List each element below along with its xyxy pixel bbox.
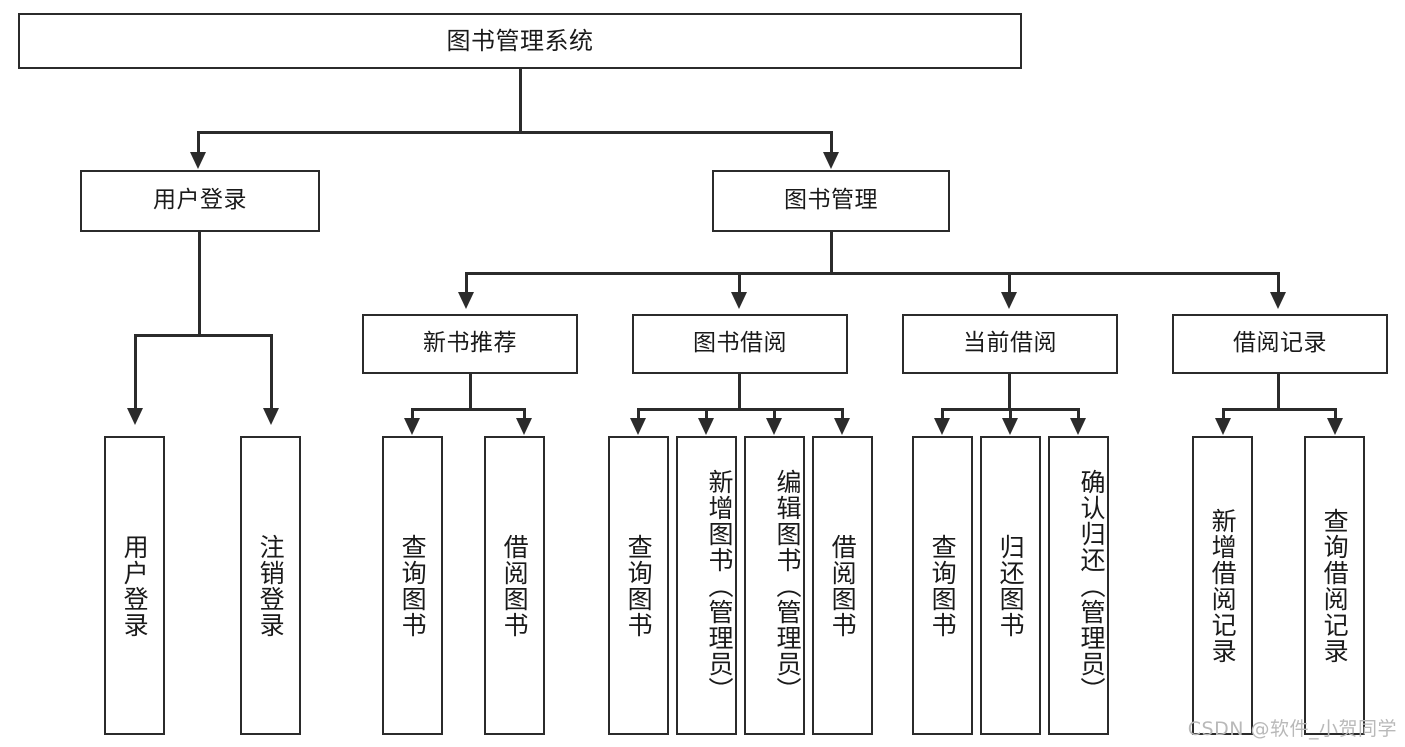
node-new-book-recommend[interactable]: 新书推荐 bbox=[362, 314, 578, 374]
arrowhead-cb-leaf1 bbox=[934, 418, 950, 435]
leaf-br-add-record[interactable]: 新增借阅记录 bbox=[1192, 436, 1253, 735]
connector-bb-leaf2 bbox=[705, 408, 708, 420]
leaf-br-query-record[interactable]: 查询借阅记录 bbox=[1304, 436, 1365, 735]
connector-borrow-record-stem bbox=[1277, 374, 1280, 410]
connector-user-login-bus bbox=[134, 334, 273, 337]
connector-to-book-borrow bbox=[738, 272, 741, 294]
connector-bb-leaf1 bbox=[637, 408, 640, 420]
arrowhead-br-leaf2 bbox=[1327, 418, 1343, 435]
connector-new-book-stem bbox=[469, 374, 472, 410]
arrowhead-bb-leaf4 bbox=[834, 418, 850, 435]
node-user-login[interactable]: 用户登录 bbox=[80, 170, 320, 232]
connector-book-borrow-bus bbox=[637, 408, 843, 411]
connector-new-book-leaf1 bbox=[411, 408, 414, 420]
arrowhead-nb-leaf2 bbox=[516, 418, 532, 435]
leaf-nb-query-book[interactable]: 查询图书 bbox=[382, 436, 443, 735]
node-root-system[interactable]: 图书管理系统 bbox=[18, 13, 1022, 69]
connector-book-manage-stem bbox=[830, 232, 833, 274]
connector-root-stem bbox=[519, 69, 522, 131]
arrowhead-borrow-record bbox=[1270, 292, 1286, 309]
arrowhead-leaf-logout bbox=[263, 408, 279, 425]
connector-root-to-book-manage bbox=[830, 131, 833, 155]
connector-to-borrow-record bbox=[1277, 272, 1280, 294]
connector-root-bus bbox=[197, 131, 833, 134]
connector-new-book-leaf2 bbox=[523, 408, 526, 420]
leaf-cb-return-book[interactable]: 归还图书 bbox=[980, 436, 1041, 735]
node-borrow-record[interactable]: 借阅记录 bbox=[1172, 314, 1388, 374]
arrowhead-bb-leaf3 bbox=[766, 418, 782, 435]
connector-borrow-record-bus bbox=[1222, 408, 1337, 411]
leaf-logout[interactable]: 注销登录 bbox=[240, 436, 301, 735]
connector-br-leaf2 bbox=[1334, 408, 1337, 420]
connector-user-login-leaf1 bbox=[134, 334, 137, 410]
arrowhead-new-book bbox=[458, 292, 474, 309]
connector-user-login-stem bbox=[198, 232, 201, 335]
arrowhead-book-manage bbox=[823, 152, 839, 169]
connector-root-to-user-login bbox=[197, 131, 200, 155]
arrowhead-book-borrow bbox=[731, 292, 747, 309]
connector-cb-leaf3 bbox=[1077, 408, 1080, 420]
node-book-manage[interactable]: 图书管理 bbox=[712, 170, 950, 232]
connector-bb-leaf3 bbox=[773, 408, 776, 420]
arrowhead-bb-leaf1 bbox=[630, 418, 646, 435]
leaf-bb-edit-book-admin[interactable]: 编辑图书（管理员） bbox=[744, 436, 805, 735]
connector-to-new-book bbox=[465, 272, 468, 294]
connector-br-leaf1 bbox=[1222, 408, 1225, 420]
arrowhead-nb-leaf1 bbox=[404, 418, 420, 435]
arrowhead-bb-leaf2 bbox=[698, 418, 714, 435]
connector-book-borrow-stem bbox=[738, 374, 741, 410]
connector-user-login-leaf2 bbox=[270, 334, 273, 410]
leaf-bb-query-book[interactable]: 查询图书 bbox=[608, 436, 669, 735]
connector-current-borrow-stem bbox=[1008, 374, 1011, 410]
leaf-bb-borrow-book[interactable]: 借阅图书 bbox=[812, 436, 873, 735]
connector-new-book-bus bbox=[411, 408, 526, 411]
csdn-watermark: CSDN @软件_小贺同学 bbox=[1187, 718, 1397, 740]
arrowhead-user-login bbox=[190, 152, 206, 169]
leaf-user-login[interactable]: 用户登录 bbox=[104, 436, 165, 735]
connector-bb-leaf4 bbox=[841, 408, 844, 420]
arrowhead-cb-leaf3 bbox=[1070, 418, 1086, 435]
node-current-borrow[interactable]: 当前借阅 bbox=[902, 314, 1118, 374]
arrowhead-cb-leaf2 bbox=[1002, 418, 1018, 435]
connector-cb-leaf1 bbox=[941, 408, 944, 420]
connector-cb-leaf2 bbox=[1009, 408, 1012, 420]
arrowhead-current-borrow bbox=[1001, 292, 1017, 309]
arrowhead-br-leaf1 bbox=[1215, 418, 1231, 435]
leaf-nb-borrow-book[interactable]: 借阅图书 bbox=[484, 436, 545, 735]
leaf-bb-add-book-admin[interactable]: 新增图书（管理员） bbox=[676, 436, 737, 735]
connector-to-current-borrow bbox=[1008, 272, 1011, 294]
leaf-cb-query-book[interactable]: 查询图书 bbox=[912, 436, 973, 735]
connector-book-manage-bus bbox=[465, 272, 1280, 275]
arrowhead-leaf-user-login bbox=[127, 408, 143, 425]
node-book-borrow[interactable]: 图书借阅 bbox=[632, 314, 848, 374]
leaf-cb-confirm-return-admin[interactable]: 确认归还（管理员） bbox=[1048, 436, 1109, 735]
